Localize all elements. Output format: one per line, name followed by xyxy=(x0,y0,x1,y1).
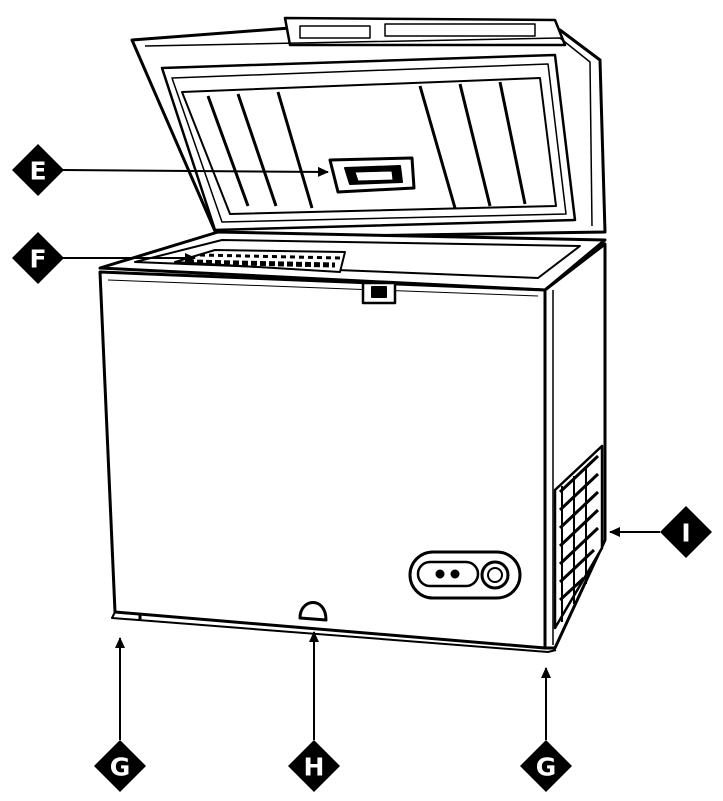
side-vent-grille xyxy=(553,444,604,630)
lid-interior-latch xyxy=(328,156,416,194)
front-lock-latch xyxy=(361,281,397,305)
drain-plug xyxy=(298,601,328,622)
pointer-e xyxy=(61,166,329,177)
callout-i-label: I xyxy=(681,519,690,548)
callout-f: F xyxy=(12,232,64,284)
callout-h-label: H xyxy=(304,753,325,782)
callout-h: H xyxy=(288,740,340,792)
freezer-lid xyxy=(130,16,607,240)
callout-e-label: E xyxy=(29,157,46,186)
callout-f-label: F xyxy=(29,245,46,274)
callout-g-left-label: G xyxy=(110,753,131,782)
callout-e: E xyxy=(12,144,64,196)
control-panel xyxy=(408,550,522,600)
callout-g-right-label: G xyxy=(536,753,557,782)
storage-basket xyxy=(174,249,346,273)
pointer-lines xyxy=(61,166,660,740)
callout-g-left: G xyxy=(94,740,146,792)
callout-g-right: G xyxy=(520,740,572,792)
freezer-cabinet xyxy=(98,230,607,653)
callout-i: I xyxy=(660,506,712,558)
